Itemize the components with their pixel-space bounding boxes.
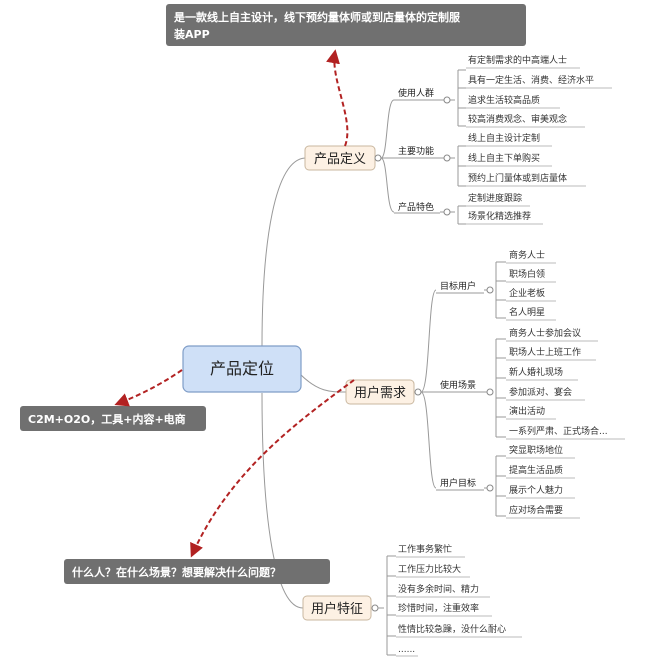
root-connectors [261, 157, 347, 609]
callout-bottom-text: 什么人？在什么场景？想要解决什么问题？ [72, 565, 281, 579]
node-label: 用户特征 [311, 601, 363, 617]
leaf-item[interactable]: 参加派对、宴会 [509, 386, 572, 398]
leaf-item[interactable]: ...... [398, 645, 415, 655]
leaf-item[interactable]: 提高生活品质 [509, 464, 563, 476]
callout-arrows [114, 49, 355, 558]
node-user-traits[interactable]: 用户特征 [302, 595, 372, 621]
branch-user-traits: 用户特征 工作事务繁忙 工作压力比较大 没有多余时间、精力 珍惜时间，注重效率 … [302, 543, 522, 657]
leaf-item[interactable]: 突显职场地位 [509, 444, 563, 456]
leaf-item[interactable]: 一系列严肃、正式场合... [509, 425, 608, 437]
leaf-item[interactable]: 预约上门量体或到店量体 [468, 172, 567, 184]
group-label: 用户目标 [440, 477, 476, 489]
node-user-needs[interactable]: 用户需求 [345, 379, 415, 405]
collapse-toggle[interactable] [374, 154, 382, 162]
leaf-item[interactable]: 商务人士参加会议 [509, 327, 581, 339]
callout-bottom[interactable]: 什么人？在什么场景？想要解决什么问题？ [64, 559, 330, 584]
leaves-user-traits: 工作事务繁忙 工作压力比较大 没有多余时间、精力 珍惜时间，注重效率 性情比较急… [396, 543, 522, 657]
connectors-needs [420, 261, 506, 517]
group-label: 使用场景 [440, 379, 476, 391]
callout-top[interactable]: 是一款线上自主设计，线下预约量体师或到店量体的定制服 装APP [166, 4, 526, 46]
connector-root-user-traits [261, 392, 304, 609]
leaves-target-users: 商务人士 职场白领 企业老板 名人明星 [506, 249, 556, 321]
leaf-item[interactable]: 追求生活较高品质 [468, 94, 540, 106]
leaf-item[interactable]: 珍惜时间，注重效率 [398, 602, 479, 614]
callout-top-line2: 装APP [173, 27, 210, 41]
leaf-item[interactable]: 商务人士 [509, 249, 545, 261]
callout-top-line1: 是一款线上自主设计，线下预约量体师或到店量体的定制服 [173, 10, 461, 24]
leaf-item[interactable]: 企业老板 [509, 287, 545, 299]
branch-user-needs: 用户需求 目标用户 [345, 249, 625, 519]
leaf-item[interactable]: 名人明星 [509, 306, 545, 318]
leaves-target-crowd: 有定制需求的中高端人士 具有一定生活、消费、经济水平 追求生活较高品质 较高消费… [466, 54, 612, 128]
leaf-item[interactable]: 展示个人魅力 [509, 484, 563, 496]
root-node[interactable]: 产品定位 [182, 345, 302, 393]
leaf-item[interactable]: 线上自主设计定制 [468, 132, 540, 144]
leaf-item[interactable]: 应对场合需要 [509, 504, 563, 516]
leaf-item[interactable]: 工作事务繁忙 [398, 543, 452, 555]
callout-left[interactable]: C2M+O2O，工具+内容+电商 [20, 406, 206, 431]
leaf-item[interactable]: 有定制需求的中高端人士 [468, 54, 567, 66]
group-label: 主要功能 [398, 145, 434, 157]
group-main-functions[interactable]: 主要功能 [394, 145, 451, 162]
leaf-item[interactable]: 定制进度跟踪 [468, 192, 522, 204]
leaf-item[interactable]: 职场白领 [509, 268, 545, 280]
root-label: 产品定位 [210, 359, 274, 378]
leaves-user-goals: 突显职场地位 提高生活品质 展示个人魅力 应对场合需要 [506, 444, 580, 519]
collapse-toggle[interactable] [371, 604, 379, 612]
leaf-item[interactable]: 工作压力比较大 [398, 563, 461, 575]
arrow-to-left-callout [114, 369, 183, 407]
arrow-to-bottom-callout [190, 379, 355, 558]
connector-root-user-needs [299, 373, 347, 393]
callout-left-text: C2M+O2O，工具+内容+电商 [28, 412, 186, 426]
leaves-usage-scenarios: 商务人士参加会议 职场人士上班工作 新人婚礼现场 参加派对、宴会 演出活动 一系… [506, 327, 625, 440]
group-user-goals[interactable]: 用户目标 [436, 477, 494, 492]
leaf-item[interactable]: 演出活动 [509, 405, 545, 417]
connectors-traits [378, 555, 396, 656]
collapse-toggle[interactable] [414, 388, 422, 396]
group-label: 产品特色 [398, 201, 434, 213]
leaves-main-functions: 线上自主设计定制 线上自主下单购买 预约上门量体或到店量体 [466, 132, 586, 187]
connector-root-product-definition [261, 157, 306, 347]
node-product-definition[interactable]: 产品定义 [304, 145, 376, 171]
leaf-item[interactable]: 具有一定生活、消费、经济水平 [468, 74, 594, 86]
leaf-item[interactable]: 职场人士上班工作 [509, 346, 581, 358]
leaves-product-features: 定制进度跟踪 场景化精选推荐 [466, 192, 543, 225]
node-label: 用户需求 [354, 385, 406, 401]
group-target-crowd[interactable]: 使用人群 [394, 87, 451, 104]
node-label: 产品定义 [314, 152, 366, 167]
leaf-item[interactable]: 没有多余时间、精力 [398, 583, 479, 595]
group-usage-scenarios[interactable]: 使用场景 [436, 379, 494, 396]
leaf-item[interactable]: 较高消费观念、审美观念 [468, 113, 567, 125]
leaf-item[interactable]: 性情比较急躁，没什么耐心 [398, 623, 506, 635]
group-target-users[interactable]: 目标用户 [436, 280, 494, 294]
leaf-item[interactable]: 新人婚礼现场 [509, 366, 563, 378]
group-label: 使用人群 [398, 87, 434, 99]
branch-product-definition: 产品定义 使用人群 主要功能 [304, 54, 612, 225]
group-label: 目标用户 [440, 280, 476, 292]
leaf-item[interactable]: 线上自主下单购买 [468, 152, 540, 164]
arrow-to-top-callout [326, 49, 349, 147]
group-product-features[interactable]: 产品特色 [394, 201, 451, 216]
leaf-item[interactable]: 场景化精选推荐 [468, 210, 531, 222]
